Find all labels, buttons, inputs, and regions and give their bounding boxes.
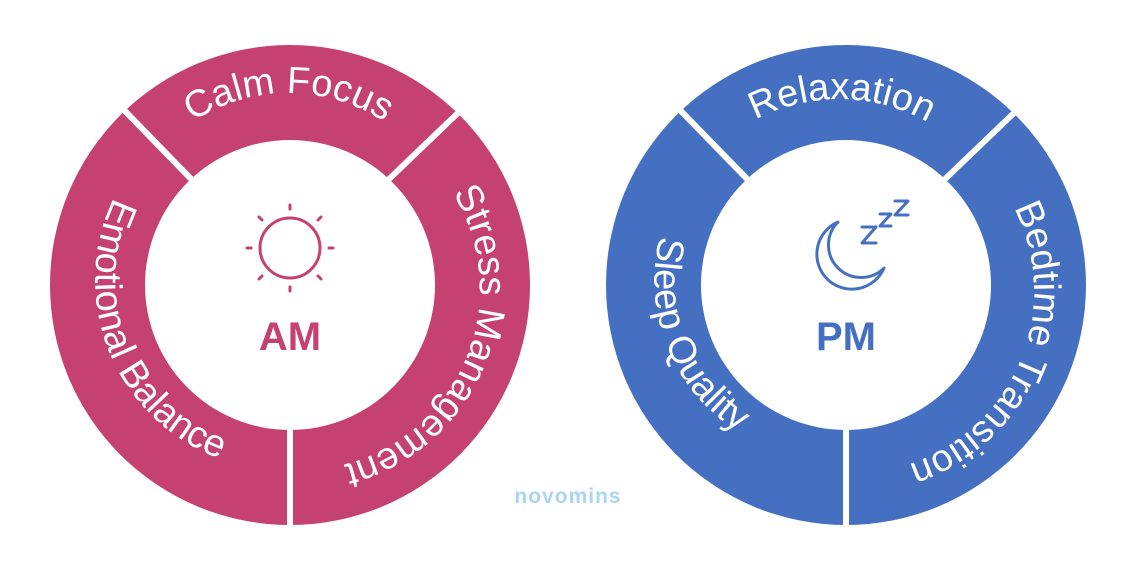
am-center-label: AM: [259, 315, 321, 359]
am-ring: Calm Focus Stress Management Emotional B…: [50, 45, 530, 525]
am-ring-hole: [145, 140, 435, 430]
pm-dividers: [676, 106, 1019, 525]
pm-divider-left: [676, 106, 754, 186]
pm-center-label: PM: [816, 315, 876, 359]
pm-ring-hole: [701, 140, 991, 430]
am-divider-right: [384, 108, 463, 184]
am-divider-left: [120, 106, 198, 186]
am-dividers: [120, 106, 463, 525]
moon-zzz-icon: [815, 199, 910, 291]
brand-logo: novomins: [514, 485, 621, 508]
pm-divider-right: [940, 108, 1019, 184]
pm-ring: Relaxation Bedtime Transition Sleep Qual…: [606, 45, 1086, 525]
sun-icon: [245, 203, 335, 293]
